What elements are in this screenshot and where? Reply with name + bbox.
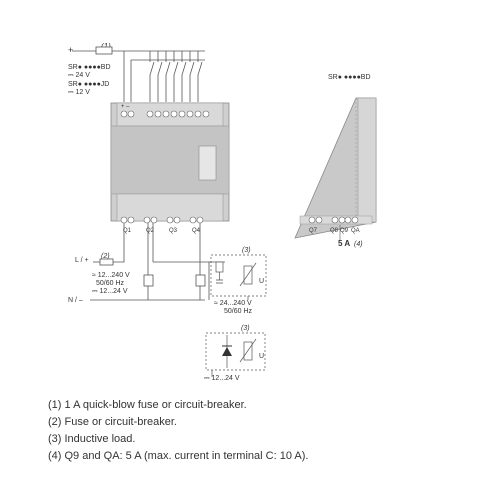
module-display-window — [198, 145, 217, 181]
load-ac-frequency: 50/60 Hz — [224, 308, 253, 315]
plus-label: + — [68, 45, 73, 55]
terminal-q3: Q3 — [169, 228, 178, 234]
neutral-label: N / – — [68, 297, 83, 304]
load-ac-resistor-icon — [215, 261, 224, 273]
terminal-q9: Q9 — [340, 228, 349, 234]
load-dc-voltage: ⎓ 12...24 V — [204, 375, 240, 382]
terminal-q8: Q8 — [330, 228, 339, 234]
rating-ref: (4) — [354, 241, 363, 248]
line-label: L / + — [75, 257, 89, 264]
load-dc-ref: (3) — [241, 325, 250, 332]
load-ac-voltage: ≈ 24...240 V — [214, 300, 252, 307]
output-wires — [90, 223, 225, 301]
output-terminal-screws — [120, 216, 204, 224]
supply-terminal-marks: + – — [121, 104, 130, 110]
terminal-q7: Q7 — [309, 228, 318, 234]
input-wires — [123, 51, 205, 102]
input-terminal-screws — [120, 110, 210, 118]
supply-code-jd: SR● ●●●●JD — [68, 81, 109, 88]
footnotes: (1) 1 A quick-blow fuse or circuit-break… — [48, 397, 308, 465]
common-wire — [113, 223, 125, 263]
load-dc-box — [205, 332, 266, 371]
terminal-q4: Q4 — [192, 228, 201, 234]
fuse-2-icon — [99, 258, 114, 266]
relay-coil-2-icon — [195, 274, 206, 287]
footnote-1: (1) 1 A quick-blow fuse or circuit-break… — [48, 399, 247, 411]
supply-voltage-24: ⎓ 24 V — [68, 72, 90, 79]
diode-icon — [222, 347, 232, 356]
footnote-3: (3) Inductive load. — [48, 433, 136, 445]
controller-module — [110, 102, 230, 222]
rating-label: 5 A — [338, 239, 350, 248]
relay-coil-1-icon — [143, 274, 154, 287]
supply-voltage-12: ⎓ 12 V — [68, 89, 90, 96]
output-voltage-dc: ⎓ 12...24 V — [92, 288, 128, 295]
terminal-qa: QA — [351, 228, 360, 234]
side-view-screws — [308, 216, 359, 224]
load-dc-u-label: U — [259, 353, 264, 360]
side-view-code: SR● ●●●●BD — [328, 74, 371, 81]
output-voltage-ac: ≈ 12...240 V — [92, 272, 130, 279]
supply-code-bd: SR● ●●●●BD — [68, 64, 111, 71]
load-ac-u-label: U — [259, 278, 264, 285]
footnote-4: (4) Q9 and QA: 5 A (max. current in term… — [48, 450, 309, 462]
fuse-ref-2: (2) — [101, 253, 110, 260]
terminal-q2: Q2 — [146, 228, 155, 234]
load-ac-ref: (3) — [242, 247, 251, 254]
terminal-q1: Q1 — [123, 228, 132, 234]
fuse-ref-1: (1) — [101, 42, 111, 51]
output-frequency: 50/60 Hz — [96, 280, 125, 287]
footnote-2: (2) Fuse or circuit-breaker. — [48, 416, 177, 428]
fuse-1-icon — [95, 46, 113, 55]
